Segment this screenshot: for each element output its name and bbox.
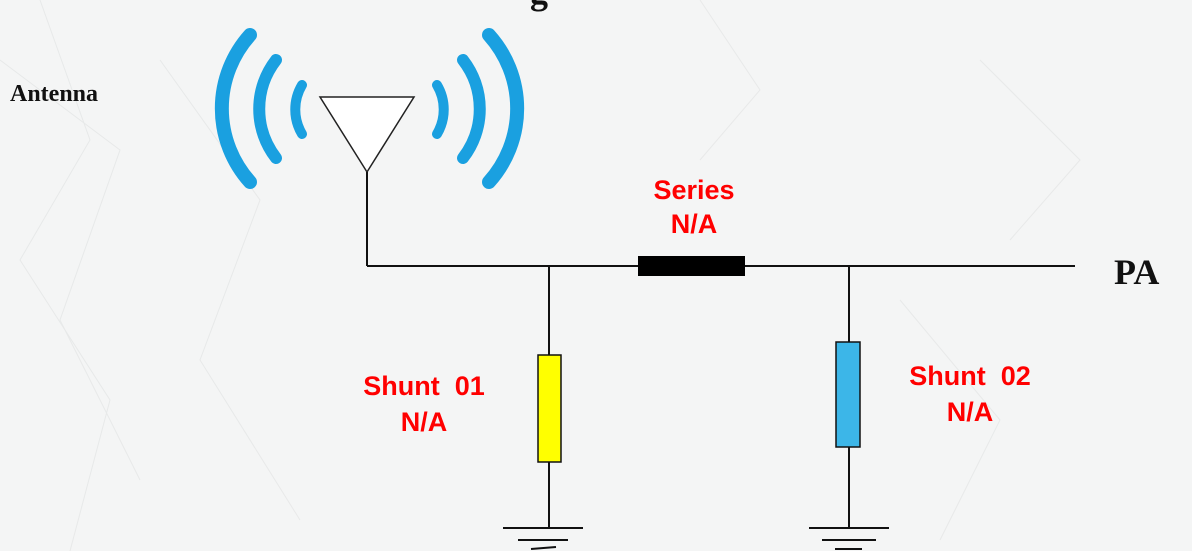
series-value: N/A [670,209,718,239]
series-component [638,256,745,276]
wave-left-inner [290,80,307,139]
shunt-01-component [537,354,562,463]
pa-port-label: PA [1114,252,1160,292]
wave-left-middle [253,54,282,164]
shunt-02-component [835,341,861,448]
title-fragment: g [530,0,548,10]
shunt-02-label: Shunt 02 N/A [880,360,1060,428]
shunt-02-value: N/A [946,397,994,427]
wave-right-outer [482,28,525,189]
antenna-label: Antenna [10,81,99,107]
antenna-icon [214,28,525,189]
wave-right-inner [432,80,449,139]
shunt-02-name: Shunt 02 [909,361,1031,391]
shunt-01-label: Shunt 01 N/A [334,370,514,438]
antenna-symbol [318,96,416,174]
series-name: Series [653,175,735,205]
wires [366,172,1075,528]
ground-01-icon [503,527,583,550]
shunt-01-name: Shunt 01 [363,371,485,401]
wave-right-middle [457,54,486,164]
wave-left-outer [214,28,257,189]
series-label: Series N/A [632,174,756,240]
shunt-01-value: N/A [400,407,448,437]
ground-02-icon [809,527,889,550]
